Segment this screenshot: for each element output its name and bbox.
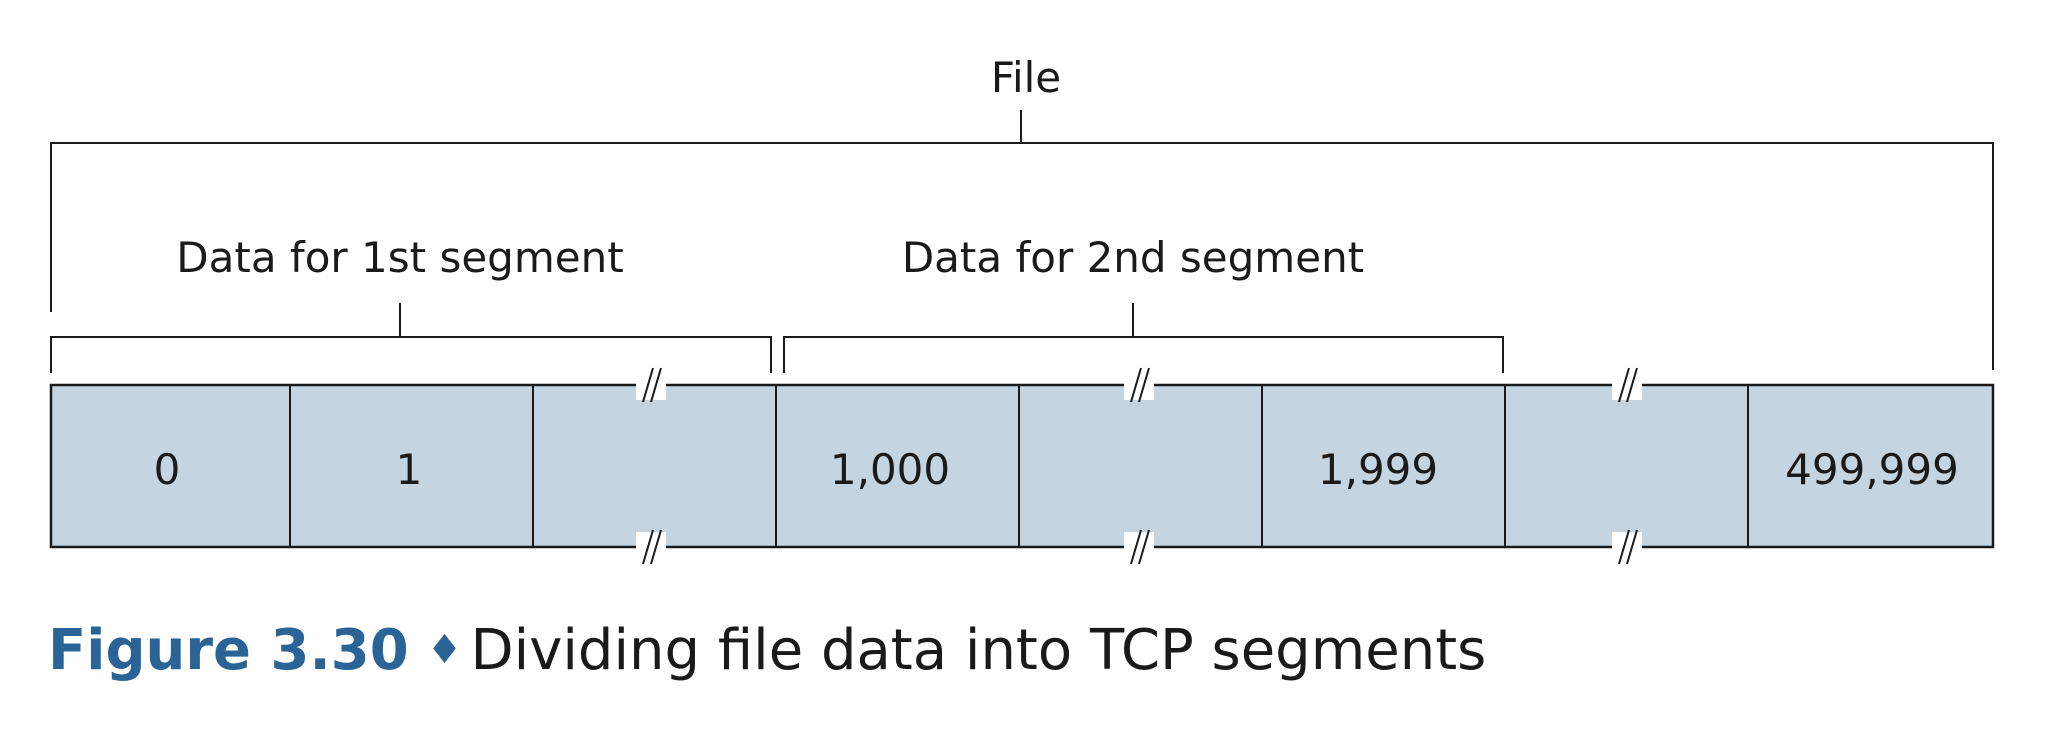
byte-cell <box>290 385 533 547</box>
file-label: File <box>991 53 1061 102</box>
cell-value: 499,999 <box>1785 445 1959 494</box>
break-mark-icon <box>1612 367 1642 403</box>
byte-cell <box>51 385 290 547</box>
segment-1-label: Data for 1st segment <box>176 233 623 282</box>
break-mark-icon <box>1124 529 1154 565</box>
byte-cells: 0 1 1,000 1,999 499,999 <box>49 383 1995 549</box>
byte-cell <box>1748 385 1993 547</box>
cell-value: 1,000 <box>830 445 950 494</box>
byte-cell <box>1505 385 1748 547</box>
break-mark-icon <box>1612 529 1642 565</box>
cell-row-outline <box>49 383 1995 549</box>
cell-value: 1 <box>396 445 423 494</box>
break-mark-icon <box>1124 367 1154 403</box>
byte-cell <box>1262 385 1505 547</box>
segment-1-brace <box>50 303 772 373</box>
diamond-icon: ♦ <box>426 627 463 673</box>
break-mark-icon <box>636 367 666 403</box>
cell-value: 1,999 <box>1318 445 1438 494</box>
byte-cell <box>1019 385 1262 547</box>
byte-cell <box>533 385 776 547</box>
break-mark-icon <box>636 529 666 565</box>
figure-title: Dividing file data into TCP segments <box>470 618 1487 683</box>
figure-caption: Figure 3.30 ♦Dividing file data into TCP … <box>48 618 1486 683</box>
segment-2-brace <box>783 303 1504 373</box>
segment-2-label: Data for 2nd segment <box>902 233 1364 282</box>
cell-value: 0 <box>154 445 181 494</box>
byte-cell <box>776 385 1019 547</box>
file-brace <box>50 110 1994 370</box>
figure-number: Figure 3.30 <box>48 618 409 683</box>
break-marks <box>636 367 1642 565</box>
